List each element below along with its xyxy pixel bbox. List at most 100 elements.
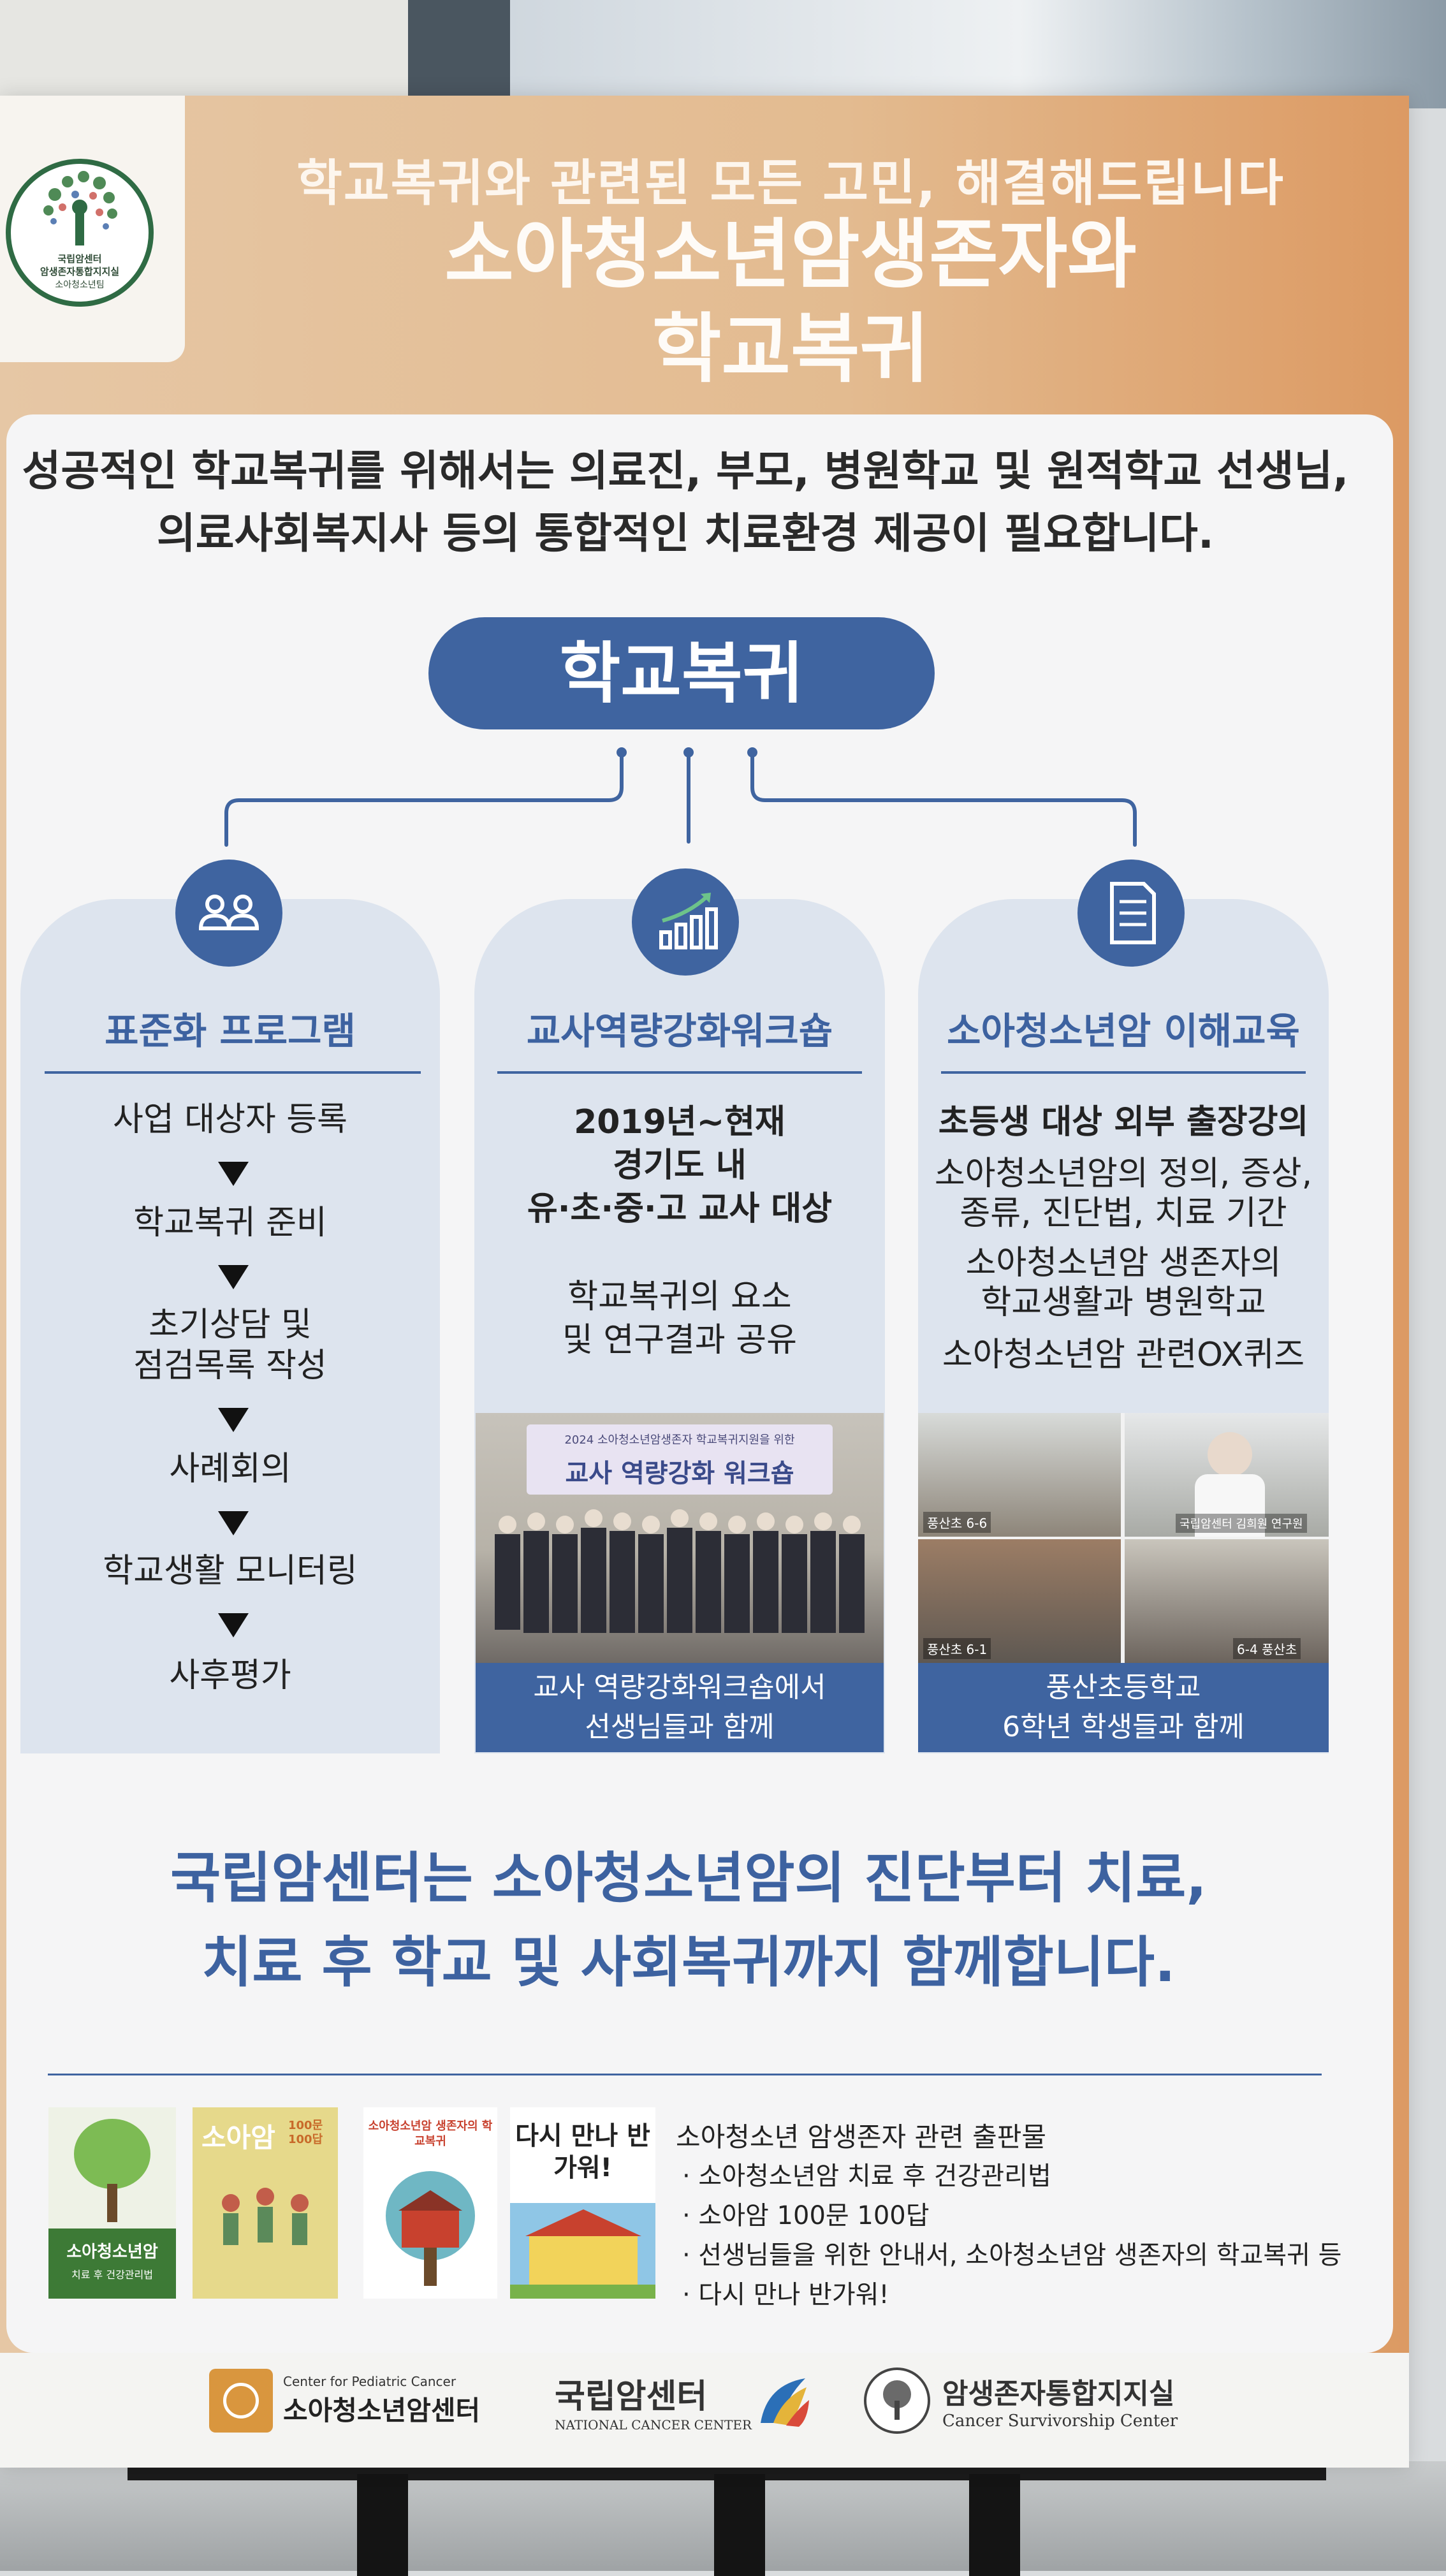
people-icon — [175, 860, 282, 967]
slogan: 국립암센터는 소아청소년암의 진단부터 치료, 치료 후 학교 및 사회복귀까지… — [51, 1836, 1326, 2005]
document-icon — [1077, 860, 1185, 967]
down-arrow-icon — [218, 1265, 249, 1289]
book-cover-nice-to-meet-again: 다시 만나 반가워! — [510, 2107, 655, 2299]
workshop-topic-line1: 학교복귀의 요소 — [567, 1278, 792, 1316]
step-checklist: 점검목록 작성 — [133, 1347, 327, 1385]
publication-item: · 다시 만나 반가워! — [682, 2280, 889, 2309]
book2-badge: 100문 100답 — [288, 2119, 323, 2146]
divider — [48, 2074, 1322, 2075]
down-arrow-icon — [218, 1511, 249, 1535]
header-title-line1: 소아청소년암생존자와 — [444, 210, 1137, 298]
book1-title: 소아청소년암 — [66, 2243, 158, 2262]
down-arrow-icon — [218, 1613, 249, 1637]
publications-title: 소아청소년 암생존자 관련 출판물 — [676, 2121, 1047, 2153]
publication-item: · 소아암 100문 100답 — [682, 2201, 930, 2230]
connector-lines — [224, 747, 1137, 847]
publication-item: · 선생님들을 위한 안내서, 소아청소년암 생존자의 학교복귀 등 — [682, 2241, 1342, 2270]
education-line2: 종류, 진단법, 치료 기간 — [960, 1194, 1287, 1233]
presenter-face — [1208, 1432, 1252, 1477]
survivorship-tree-icon — [864, 2367, 930, 2434]
workshop-caption-line1: 교사 역량강화워크숍에서 — [533, 1671, 826, 1704]
easel-leg — [969, 2474, 1020, 2576]
footer-logo-pediatric: Center for Pediatric Cancer 소아청소년암센터 — [209, 2359, 480, 2442]
step-case-meeting: 사례회의 — [169, 1450, 291, 1488]
step-initial-consult: 초기상담 및 — [149, 1306, 312, 1344]
column-title-education: 소아청소년암 이해교육 — [947, 1009, 1300, 1053]
book-cover-school-return: 소아청소년암 생존자의 학교복귀 — [363, 2107, 497, 2299]
workshop-banner-small: 2024 소아청소년암생존자 학교복귀지원을 위한 — [564, 1433, 795, 1447]
classroom-photo-3: 풍산초 6-1 — [918, 1539, 1121, 1663]
education-photo-caption: 풍산초등학교 6학년 학생들과 함께 — [918, 1663, 1329, 1752]
footer-logo2-text: 국립암센터 — [555, 2377, 708, 2416]
group-of-people — [495, 1509, 865, 1633]
education-line1: 소아청소년암의 정의, 증상, — [934, 1155, 1313, 1193]
workshop-region: 경기도 내 — [613, 1146, 747, 1185]
book-cover-100qa: 소아암 100문 100답 — [193, 2107, 338, 2299]
workshop-caption-line2: 선생님들과 함께 — [585, 1711, 775, 1743]
workshop-banner-title: 교사 역량강화 워크숍 — [565, 1459, 794, 1488]
intro-line1: 성공적인 학교복귀를 위해서는 의료진, 부모, 병원학교 및 원적학교 선생님… — [22, 446, 1349, 495]
intro-line2: 의료사회복지사 등의 통합적인 치료환경 제공이 필요합니다. — [157, 509, 1214, 558]
workshop-period: 2019년~현재 — [574, 1103, 785, 1141]
book2-title: 소아암 — [201, 2122, 275, 2153]
education-caption-line1: 풍산초등학교 — [1046, 1671, 1201, 1704]
logo-text-line1: 국립암센터 — [57, 253, 101, 265]
footer-logo1-text: 소아청소년암센터 — [283, 2394, 481, 2426]
slogan-line1: 국립암센터는 소아청소년암의 진단부터 치료, — [170, 1847, 1207, 1910]
publication-item: · 소아청소년암 치료 후 건강관리법 — [682, 2162, 1051, 2191]
photo-label-3: 풍산초 6-1 — [923, 1638, 991, 1659]
education-caption-line2: 6학년 학생들과 함께 — [1002, 1711, 1245, 1743]
divider — [497, 1071, 862, 1074]
step-monitoring: 학교생활 모니터링 — [103, 1552, 358, 1590]
presenter-body — [1195, 1474, 1265, 1537]
smile-sun-icon — [209, 2369, 273, 2433]
footer-logo-ncc: 국립암센터 NATIONAL CANCER CENTER — [555, 2359, 812, 2442]
book1-subtitle: 치료 후 건강관리법 — [71, 2269, 153, 2281]
classroom-photo-4: 6-4 풍산초 — [1125, 1539, 1329, 1663]
background-window — [0, 0, 1446, 108]
photo-label-4: 6-4 풍산초 — [1233, 1638, 1301, 1659]
footer-logo3-en: Cancer Survivorship Center — [942, 2411, 1178, 2431]
easel-leg — [714, 2474, 765, 2576]
school-tree-illustration — [386, 2171, 475, 2286]
header-subtitle: 학교복귀와 관련된 모든 고민, 해결해드립니다 — [296, 155, 1285, 212]
photo-label-1: 풍산초 6-6 — [923, 1512, 991, 1533]
tree-illustration — [74, 2119, 150, 2189]
down-arrow-icon — [218, 1408, 249, 1432]
ncc-swirl-icon — [761, 2378, 810, 2427]
book-cover-health-guide: 소아청소년암 치료 후 건강관리법 — [48, 2107, 176, 2299]
education-line5: 소아청소년암 관련OX퀴즈 — [942, 1336, 1305, 1374]
logo-text-line3: 소아청소년팀 — [55, 280, 104, 290]
step-evaluation: 사후평가 — [169, 1657, 291, 1695]
header-title-line2: 학교복귀 — [652, 305, 930, 393]
footer-logo2-en: NATIONAL CANCER CENTER — [555, 2417, 752, 2433]
tree-logo-icon: 국립암센터 암생존자통합지지실 소아청소년팀 — [6, 159, 154, 307]
slogan-line2: 치료 후 학교 및 사회복귀까지 함께합니다. — [201, 1931, 1176, 1994]
tree-trunk — [107, 2184, 117, 2222]
workshop-topic-line2: 및 연구결과 공유 — [562, 1321, 797, 1359]
education-line3: 소아청소년암 생존자의 — [965, 1244, 1282, 1282]
divider — [45, 1071, 421, 1074]
school-building-illustration — [510, 2203, 655, 2299]
classroom-photo-grid: 풍산초 6-6 국립암센터 김희원 연구원 풍산초 6-1 6-4 풍산초 — [918, 1413, 1329, 1663]
footer-logo-survivorship: 암생존자통합지지실 Cancer Survivorship Center — [862, 2359, 1178, 2442]
column-title-standard: 표준화 프로그램 — [105, 1009, 356, 1053]
growth-chart-icon — [632, 868, 739, 976]
workshop-photo-caption: 교사 역량강화워크숍에서 선생님들과 함께 — [476, 1663, 884, 1752]
footer-logo3-text: 암생존자통합지지실 — [942, 2378, 1175, 2410]
step-prepare: 학교복귀 준비 — [133, 1204, 327, 1242]
hub-pill: 학교복귀 — [428, 617, 935, 729]
intro-text: 성공적인 학교복귀를 위해서는 의료진, 부모, 병원학교 및 원적학교 선생님… — [13, 440, 1358, 565]
classroom-photo-2: 국립암센터 김희원 연구원 — [1125, 1413, 1329, 1537]
workshop-target: 유·초·중·고 교사 대상 — [527, 1190, 833, 1228]
logo-text-line2: 암생존자통합지지실 — [40, 266, 119, 277]
book4-title: 다시 만나 반가워! — [515, 2121, 650, 2183]
workshop-banner: 2024 소아청소년암생존자 학교복귀지원을 위한 교사 역량강화 워크숍 — [527, 1424, 833, 1495]
book-cover-band: 소아청소년암 치료 후 건강관리법 — [48, 2228, 176, 2299]
book3-title: 소아청소년암 생존자의 학교복귀 — [368, 2119, 493, 2148]
classroom-photo-1: 풍산초 6-6 — [918, 1413, 1121, 1537]
footer-logo1-small: Center for Pediatric Cancer — [283, 2373, 456, 2389]
down-arrow-icon — [218, 1162, 249, 1186]
column-standard-program — [20, 899, 440, 1753]
column-title-workshop: 교사역량강화워크숍 — [526, 1009, 833, 1053]
